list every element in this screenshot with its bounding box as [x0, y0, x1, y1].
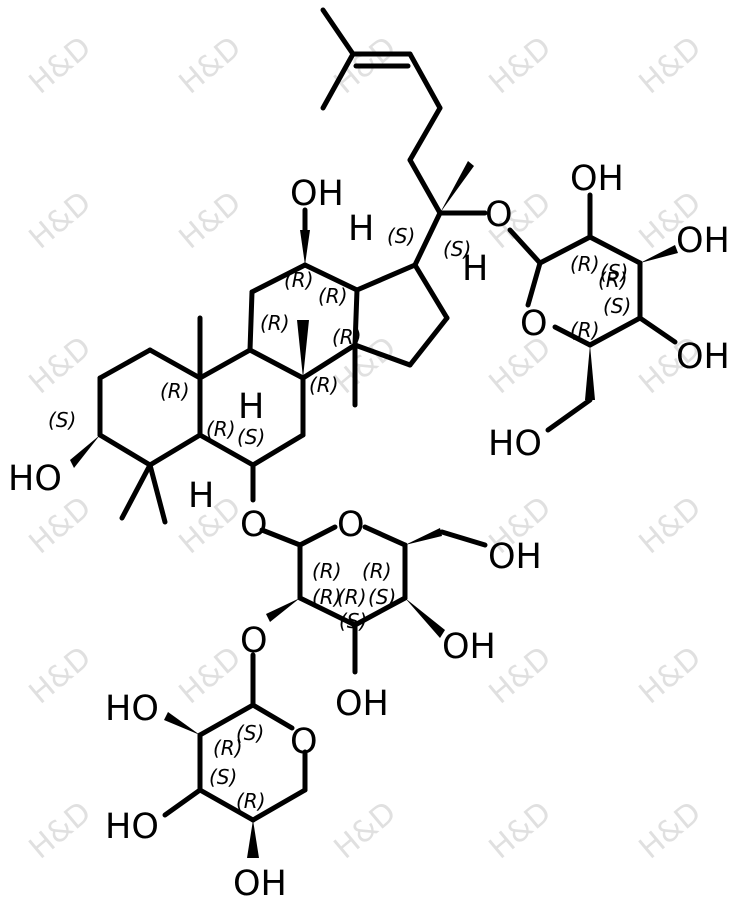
stereo-label: (R) [312, 585, 342, 609]
watermark: H&D [633, 490, 708, 561]
atom-label: H [462, 249, 488, 289]
stereo-label: (R) [309, 373, 339, 397]
watermark: H&D [173, 640, 248, 711]
watermark: H&D [483, 795, 558, 866]
stereo-label: (S) [443, 237, 471, 261]
watermark: H&D [328, 795, 403, 866]
atom-label: OH [676, 337, 730, 377]
stereo-label: (R) [570, 252, 600, 276]
watermark: H&D [23, 640, 98, 711]
atom-label: OH [233, 864, 287, 904]
atom-label: OH [676, 221, 730, 261]
atom-label: HO [488, 424, 542, 464]
atom-label: H [348, 209, 374, 249]
stereo-label: (R) [332, 325, 362, 349]
stereo-label: (S) [368, 585, 396, 609]
stereo-label: (R) [312, 559, 342, 583]
stereo-label: (S) [339, 609, 367, 633]
stereo-label: (R) [570, 318, 600, 342]
atom-label: OH [442, 627, 496, 667]
stereo-label: (S) [237, 425, 265, 449]
watermark: H&D [633, 640, 708, 711]
watermark: H&D [23, 30, 98, 101]
stereo-label: (R) [213, 736, 243, 760]
atom-label: O [290, 722, 318, 762]
watermark: H&D [23, 330, 98, 401]
atom-label: HO [105, 807, 159, 847]
watermark: H&D [633, 30, 708, 101]
watermark: H&D [173, 30, 248, 101]
atom-label: H [238, 387, 264, 427]
stereo-label: (R) [236, 789, 266, 813]
atom-label: OH [290, 174, 344, 214]
bond-layer [70, 7, 678, 858]
watermark: H&D [633, 795, 708, 866]
watermark: H&D [23, 490, 98, 561]
stereo-label: (S) [236, 721, 264, 745]
stereo-label: (R) [260, 311, 290, 335]
atom-label: HO [105, 689, 159, 729]
atom-label: OH [488, 537, 542, 577]
stereo-label: (S) [603, 294, 631, 318]
watermark: H&D [23, 795, 98, 866]
stereo-label: (R) [160, 379, 190, 403]
atom-label: O [240, 505, 268, 545]
atom-label: O [520, 304, 548, 344]
stereo-label: (R) [318, 284, 348, 308]
stereo-label: (S) [387, 224, 415, 248]
atom-label: O [485, 195, 513, 235]
stereo-label: (R) [284, 268, 314, 292]
atom-label: O [240, 621, 268, 661]
stereo-label: (S) [209, 765, 237, 789]
stereo-label: (R) [337, 585, 367, 609]
atom-labels: OH H H O OH OH OH O HO H HO H O O OH O O… [8, 159, 730, 904]
stereo-label: (R) [362, 559, 392, 583]
stereo-label: (R) [598, 268, 628, 292]
atom-label: H [188, 476, 214, 516]
atom-label: OH [570, 159, 624, 199]
stereo-label: (S) [48, 408, 76, 432]
watermark: H&D [23, 185, 98, 256]
stereo-label: (S) [600, 260, 628, 284]
stereo-labels: (S) (S) (R) (R) (R) (R) (R) (R) (R) (S) … [48, 224, 631, 813]
watermark: H&D [173, 185, 248, 256]
watermark: H&D [483, 30, 558, 101]
atom-label: O [337, 505, 365, 545]
atom-label: OH [335, 684, 389, 724]
atom-label: HO [8, 459, 62, 499]
stereo-label: (R) [206, 417, 236, 441]
